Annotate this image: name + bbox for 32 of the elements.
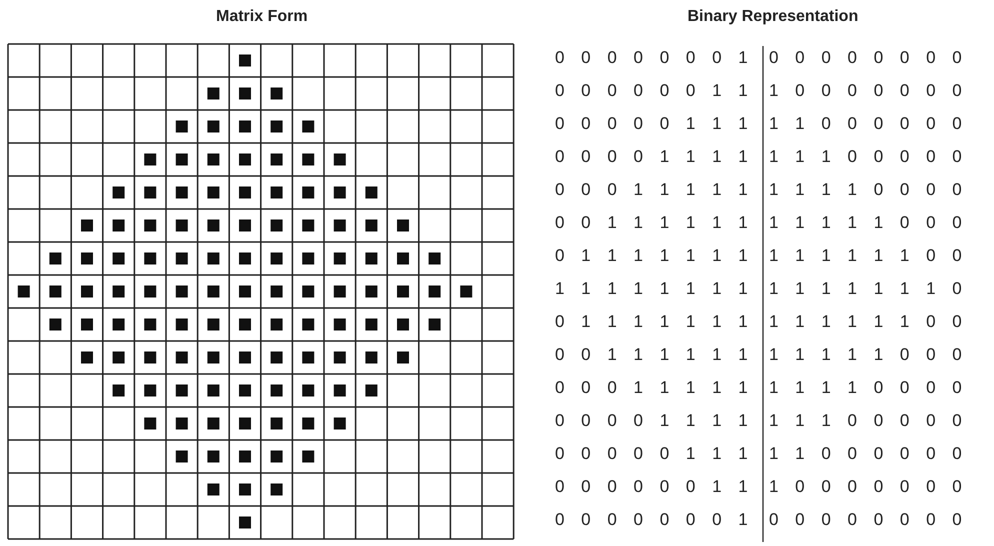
binary-digits: 1 1 1 1 1 1 0 0 <box>769 312 968 332</box>
binary-digits: 0 0 0 0 0 0 1 1 <box>555 81 754 101</box>
binary-digits: 0 0 0 1 1 1 1 1 <box>555 180 754 200</box>
binary-digits: 1 1 0 0 0 0 0 0 <box>769 444 968 464</box>
binary-digits: 0 0 0 0 0 0 0 0 <box>769 510 968 530</box>
binary-digits: 0 1 1 1 1 1 1 1 <box>555 312 754 332</box>
binary-digits: 1 1 1 0 0 0 0 0 <box>769 411 968 431</box>
heading: Binary Representation <box>688 8 858 26</box>
binary-digits: 0 0 0 0 1 1 1 1 <box>555 411 754 431</box>
binary-digits: 0 0 1 1 1 1 1 1 <box>555 345 754 365</box>
binary-digits: 1 1 1 1 1 0 0 0 <box>769 213 968 233</box>
binary-digits: 0 0 0 0 1 1 1 1 <box>555 147 754 167</box>
binary-digits: 1 1 0 0 0 0 0 0 <box>769 114 968 134</box>
binary-digits: 1 1 1 1 0 0 0 0 <box>769 378 968 398</box>
binary-digits: 0 0 0 0 0 0 1 1 <box>555 477 754 497</box>
binary-digits: 0 0 1 1 1 1 1 1 <box>555 213 754 233</box>
heading: Matrix Form <box>216 8 308 26</box>
binary-digits: 0 0 0 0 0 0 0 0 <box>769 48 968 68</box>
binary-digits: 1 1 1 1 1 1 0 0 <box>769 246 968 266</box>
binary-digits: 0 0 0 0 0 0 0 1 <box>555 48 754 68</box>
binary-digits: 0 0 0 0 0 0 0 1 <box>555 510 754 530</box>
binary-digits: 0 1 1 1 1 1 1 1 <box>555 246 754 266</box>
binary-digits: 1 1 1 1 1 1 1 1 <box>555 279 754 299</box>
binary-digits: 0 0 0 1 1 1 1 1 <box>555 378 754 398</box>
binary-digits: 1 0 0 0 0 0 0 0 <box>769 81 968 101</box>
binary-digits: 0 0 0 0 0 1 1 1 <box>555 114 754 134</box>
binary-digits: 1 1 1 0 0 0 0 0 <box>769 147 968 167</box>
binary-digits: 1 1 1 1 0 0 0 0 <box>769 180 968 200</box>
binary-digits: 1 0 0 0 0 0 0 0 <box>769 477 968 497</box>
binary-digits: 0 0 0 0 0 1 1 1 <box>555 444 754 464</box>
binary-digits: 1 1 1 1 1 1 1 0 <box>769 279 968 299</box>
binary-digits: 1 1 1 1 1 0 0 0 <box>769 345 968 365</box>
